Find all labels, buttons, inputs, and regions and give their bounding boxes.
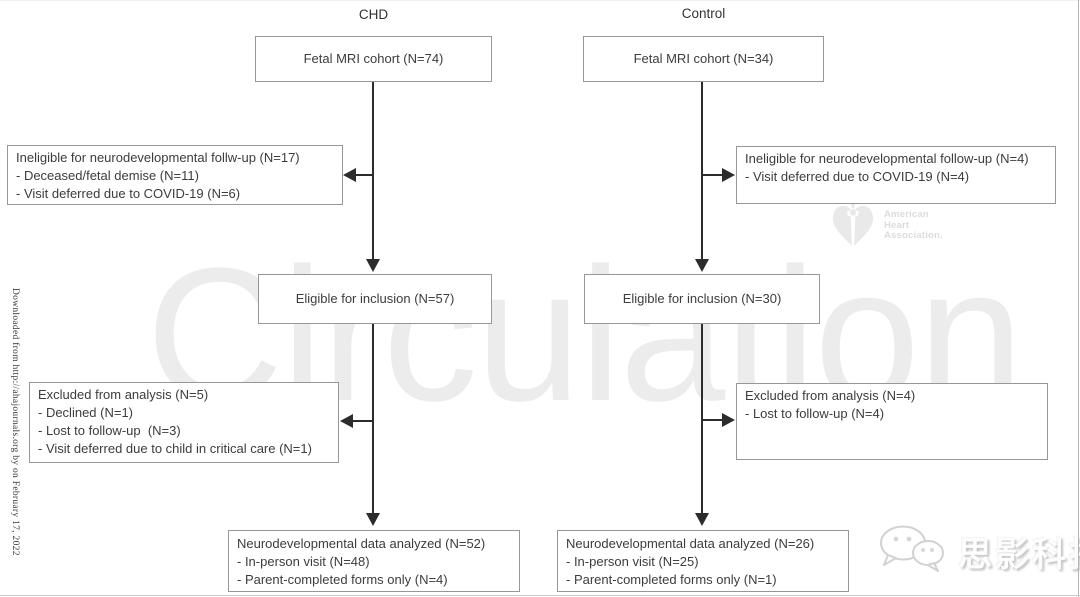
box-line: Excluded from analysis (N=4): [745, 388, 916, 403]
box-line: - Visit deferred due to child in critica…: [38, 441, 312, 456]
box-chd-eligible: Eligible for inclusion (N=57): [258, 274, 492, 324]
frame-right-edge: [1078, 0, 1079, 597]
box-line: - In-person visit (N=48): [237, 554, 370, 569]
arrow-chd-to-ineligible-head: [343, 168, 356, 182]
column-label-chd: CHD: [358, 7, 389, 22]
arrow-chd-eligible-to-analyzed-head: [366, 513, 380, 526]
box-line: - Visit deferred due to COVID-19 (N=6): [16, 186, 241, 201]
arrow-control-eligible-to-analyzed-head: [695, 513, 709, 526]
box-line: Neurodevelopmental data analyzed (N=26): [566, 536, 815, 551]
frame-top-edge: [0, 0, 1080, 1]
aha-logo-text: American Heart Association.: [884, 209, 943, 241]
arrow-control-to-excluded-head: [722, 413, 735, 427]
arrow-control-to-excluded-line: [703, 419, 722, 421]
chat-bubbles-icon: [876, 524, 948, 579]
brand-watermark-text: 思影科技: [958, 535, 1080, 575]
box-line: - Declined (N=1): [38, 405, 134, 420]
box-control-eligible: Eligible for inclusion (N=30): [584, 274, 820, 324]
box-line: - Lost to follow-up (N=3): [38, 423, 181, 438]
download-notice-sidebar: Downloaded from http://ahajournals.org b…: [10, 288, 20, 556]
box-control-ineligible: Ineligible for neurodevelopmental follow…: [736, 146, 1056, 204]
brand-watermark: 思影科技: [876, 524, 1080, 579]
arrow-control-to-ineligible-head: [722, 168, 735, 182]
box-line: Eligible for inclusion (N=30): [622, 291, 782, 306]
arrow-chd-cohort-to-eligible-head: [366, 259, 380, 272]
box-line: Ineligible for neurodevelopmental follow…: [745, 151, 1029, 166]
box-control-cohort: Fetal MRI cohort (N=34): [583, 36, 824, 82]
box-line: - In-person visit (N=25): [566, 554, 699, 569]
arrow-chd-to-ineligible-line: [356, 174, 373, 176]
arrow-control-cohort-to-eligible-head: [695, 259, 709, 272]
box-chd-excluded: Excluded from analysis (N=5) - Declined …: [29, 382, 339, 463]
box-control-analyzed: Neurodevelopmental data analyzed (N=26) …: [557, 530, 849, 592]
column-label-control: Control: [681, 6, 726, 21]
box-line: Eligible for inclusion (N=57): [295, 291, 455, 306]
box-line: Neurodevelopmental data analyzed (N=52): [237, 536, 486, 551]
arrow-control-eligible-to-analyzed-line: [701, 324, 703, 513]
arrow-chd-eligible-to-analyzed-line: [372, 324, 374, 513]
aha-heart-torch-icon: [830, 200, 876, 257]
box-line: Excluded from analysis (N=5): [38, 387, 209, 402]
box-line: - Deceased/fetal demise (N=11): [16, 168, 199, 183]
arrow-control-to-ineligible-line: [703, 174, 722, 176]
box-line: - Lost to follow-up (N=4): [745, 406, 885, 421]
box-line: Fetal MRI cohort (N=34): [633, 51, 774, 66]
arrow-chd-to-excluded-head: [340, 414, 353, 428]
aha-logo: American Heart Association.: [830, 200, 943, 257]
box-line: - Visit deferred due to COVID-19 (N=4): [745, 169, 970, 184]
box-line: Fetal MRI cohort (N=74): [303, 51, 444, 66]
arrow-control-cohort-to-eligible-line: [701, 82, 703, 259]
box-chd-ineligible: Ineligible for neurodevelopmental follw-…: [7, 145, 343, 205]
box-chd-cohort: Fetal MRI cohort (N=74): [255, 36, 492, 82]
arrow-chd-to-excluded-line: [353, 420, 373, 422]
box-line: - Parent-completed forms only (N=1): [566, 572, 777, 587]
box-line: - Parent-completed forms only (N=4): [237, 572, 448, 587]
box-chd-analyzed: Neurodevelopmental data analyzed (N=52) …: [228, 530, 520, 592]
arrow-chd-cohort-to-eligible-line: [372, 82, 374, 259]
box-line: Ineligible for neurodevelopmental follw-…: [16, 150, 300, 165]
box-control-excluded: Excluded from analysis (N=4) - Lost to f…: [736, 383, 1048, 460]
frame-bottom-edge: [0, 595, 1080, 596]
